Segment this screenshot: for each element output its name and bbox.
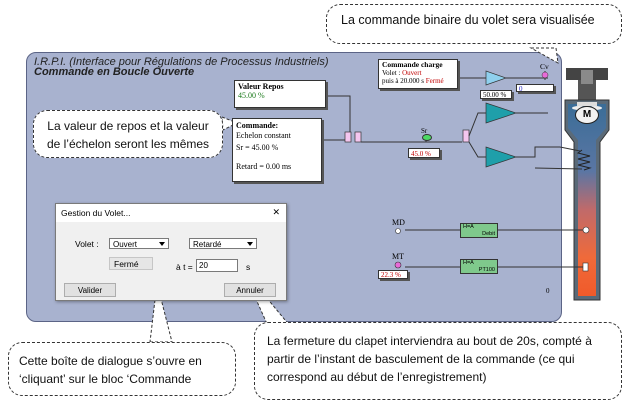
dialog-titlebar: Gestion du Volet...: [56, 204, 286, 222]
commande-title: Commande:: [236, 121, 279, 130]
mt-label: MT: [392, 252, 404, 261]
converter-debit-eq: H=A: [463, 224, 474, 230]
commande-block[interactable]: Commande: Echelon constant Sr = 45.00 % …: [232, 118, 322, 182]
valeur-repos-title: Valeur Repos: [238, 82, 284, 91]
sr-indicator: [422, 134, 432, 141]
dialog-title: Gestion du Volet...: [61, 208, 131, 218]
converter-debit-label: Debit: [482, 231, 495, 237]
valeur-repos-value: 45.00 %: [238, 91, 265, 100]
sr-value: 45.0 %: [408, 148, 440, 158]
gestion-volet-dialog: Gestion du Volet... ✕ Volet : Ouvert Ret…: [55, 203, 287, 301]
valeur-repos-block[interactable]: Valeur Repos 45.00 %: [234, 80, 326, 108]
mode-select[interactable]: Retardé: [189, 238, 257, 249]
converter-pt100-label: PT100: [478, 267, 495, 273]
commande-charge-final-state: Fermé: [425, 77, 444, 85]
converter-debit: H=A Debit: [460, 223, 498, 238]
small-zero-readout: 0: [546, 287, 550, 295]
chevron-down-icon: [159, 242, 165, 246]
cv-value: 0: [516, 84, 554, 93]
converter-pt100: H=A PT100: [460, 259, 498, 274]
valider-button[interactable]: Valider: [64, 283, 116, 297]
state-display: Fermé: [109, 257, 153, 270]
commande-charge-volet-label: Volet :: [382, 69, 403, 77]
md-label: MD: [392, 218, 405, 227]
unit-label: s: [246, 262, 251, 272]
chevron-down-icon: [247, 242, 253, 246]
at-label: à t =: [176, 262, 193, 272]
panel-title: I.R.P.I. (Interface pour Régulations de …: [34, 56, 329, 68]
delay-input[interactable]: 20: [196, 259, 238, 272]
callout-fermeture-clapet: La fermeture du clapet interviendra au b…: [254, 322, 622, 400]
converter-pt100-eq: H=A: [463, 260, 474, 266]
callout-valeur-repos: La valeur de repos et la valeur de l’éch…: [33, 110, 223, 158]
commande-charge-block[interactable]: Commande charge Volet : Ouvert puis à 20…: [378, 59, 458, 89]
mt-value: 22.3 %: [378, 270, 408, 279]
volet-select[interactable]: Ouvert: [109, 238, 169, 249]
commande-charge-volet-value: Ouvert: [402, 69, 422, 77]
volet-select-value: Ouvert: [113, 240, 138, 249]
callout-commande-binaire: La commande binaire du volet sera visual…: [326, 4, 622, 44]
annuler-button[interactable]: Annuler: [224, 283, 276, 297]
panel-subtitle: Commande en Boucle Ouverte: [34, 66, 195, 78]
close-icon[interactable]: ✕: [272, 207, 280, 217]
volet-label: Volet :: [75, 239, 99, 249]
commande-retard: Retard = 0.00 ms: [236, 162, 292, 171]
commande-sr: Sr = 45.00 %: [236, 143, 279, 152]
motor-symbol: M: [575, 106, 599, 124]
cv-label: Cv: [540, 62, 549, 71]
sr-label: Sr: [421, 127, 428, 135]
commande-charge-title: Commande charge: [382, 60, 443, 69]
commande-mode: Echelon constant: [236, 131, 291, 140]
commande-charge-delay: puis à 20.000 s: [382, 77, 426, 85]
mode-select-value: Retardé: [193, 240, 222, 249]
callout-boite-dialogue: Cette boîte de dialogue s’ouvre en ‘cliq…: [8, 342, 236, 396]
valve-value: 50.00 %: [480, 90, 512, 99]
